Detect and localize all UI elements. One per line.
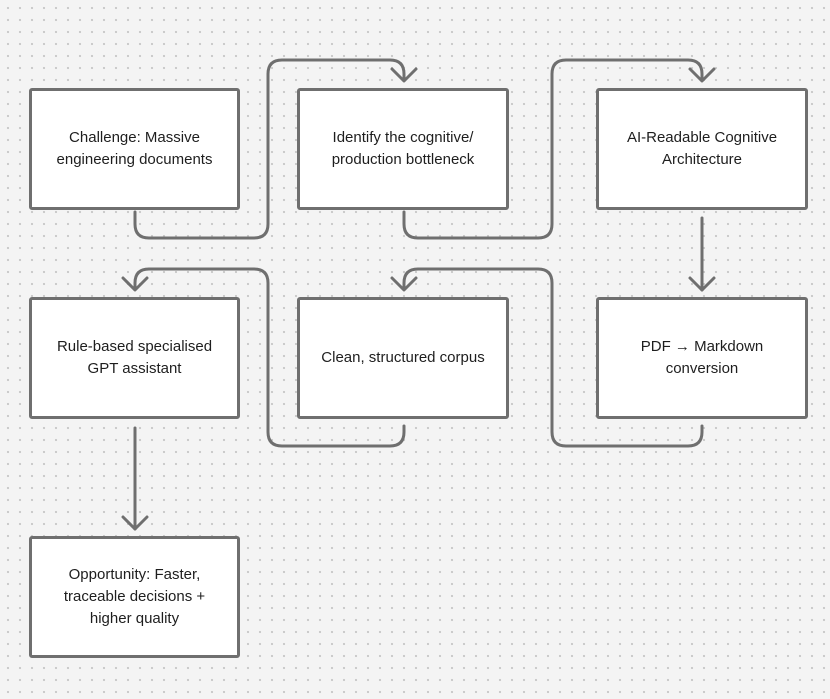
node-assistant-label: Rule-based specialised GPT assistant [56, 338, 213, 377]
connector-conversion-to-corpus [402, 267, 704, 448]
node-opportunity-label: Opportunity: Faster, traceable decisions… [63, 566, 206, 627]
connector-bottleneck-to-architecture [402, 58, 704, 240]
node-conversion-label: PDF → Markdown conversion [640, 338, 764, 377]
arrowhead-conversion [688, 276, 716, 292]
arrowhead-assistant [121, 276, 149, 292]
node-assistant[interactable]: Rule-based specialised GPT assistant [29, 297, 240, 419]
node-challenge[interactable]: Challenge: Massive engineering documents [29, 88, 240, 210]
node-corpus[interactable]: Clean, structured corpus [297, 297, 509, 419]
node-bottleneck[interactable]: Identify the cognitive/ production bottl… [297, 88, 509, 210]
connector-challenge-to-bottleneck [133, 58, 406, 240]
arrowhead-opportunity [121, 515, 149, 531]
node-challenge-label: Challenge: Massive engineering documents [56, 129, 213, 168]
node-architecture-label: AI-Readable Cognitive Architecture [626, 129, 778, 168]
arrowhead-bottleneck [390, 67, 418, 83]
node-architecture[interactable]: AI-Readable Cognitive Architecture [596, 88, 808, 210]
connector-corpus-to-assistant [133, 267, 406, 448]
node-opportunity[interactable]: Opportunity: Faster, traceable decisions… [29, 536, 240, 658]
arrowhead-architecture [688, 67, 716, 83]
node-corpus-label: Clean, structured corpus [321, 349, 485, 366]
arrowhead-corpus [390, 276, 418, 292]
node-bottleneck-label: Identify the cognitive/ production bottl… [331, 129, 475, 168]
node-conversion[interactable]: PDF → Markdown conversion [596, 297, 808, 419]
